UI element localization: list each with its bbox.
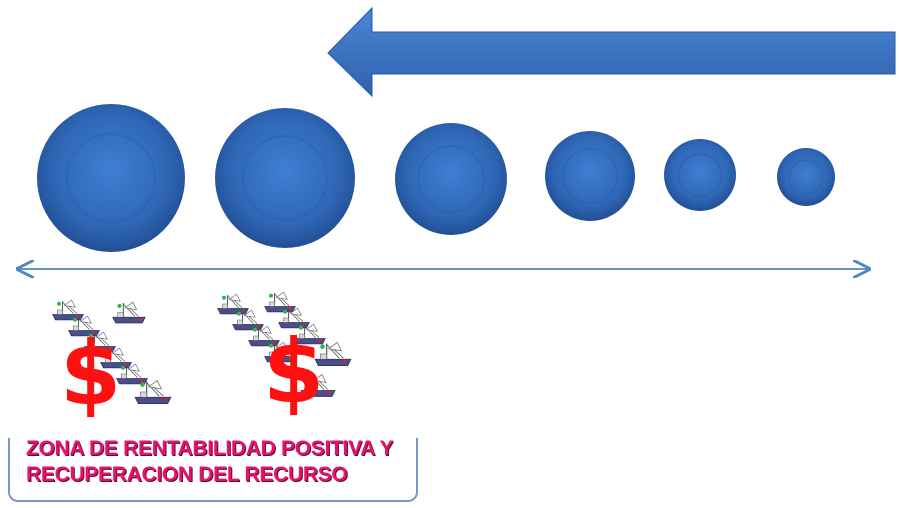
left-arrow-icon xyxy=(327,6,896,98)
fishing-boat-icon xyxy=(232,309,264,331)
fishing-boat-icon xyxy=(134,379,172,405)
zone-label-line2: RECUPERACION DEL RECURSO xyxy=(26,463,348,486)
zone-label: ZONA DE RENTABILIDAD POSITIVA Y RECUPERA… xyxy=(26,436,406,488)
stock-circle-4 xyxy=(545,131,635,221)
stock-circle-2 xyxy=(215,108,355,248)
stock-circle-5 xyxy=(664,139,736,211)
fishing-boat-icon xyxy=(217,293,249,315)
fish-stock-circles xyxy=(37,104,835,252)
fishing-boat-icon xyxy=(116,363,148,385)
fishing-boat-icon xyxy=(112,301,146,324)
dollar-sign-right: $ xyxy=(263,320,325,423)
fishing-boat-icon xyxy=(52,299,84,321)
zone-label-line1: ZONA DE RENTABILIDAD POSITIVA Y xyxy=(26,437,394,460)
stock-circle-3 xyxy=(395,123,507,235)
fishing-boat-icon xyxy=(264,291,296,313)
stock-circle-6 xyxy=(777,148,835,206)
zone-bracket xyxy=(8,438,418,502)
dollar-sign-left: $ xyxy=(60,322,122,425)
stock-circle-1 xyxy=(37,104,185,252)
